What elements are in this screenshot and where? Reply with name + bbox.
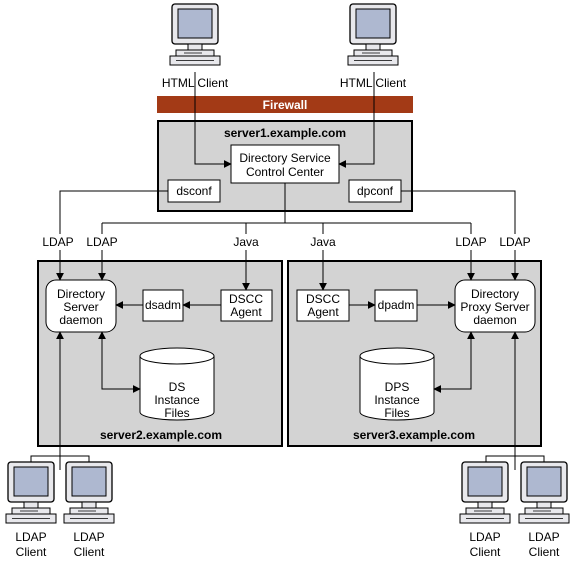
ds-daemon-line2: Server — [63, 300, 98, 314]
html-client-1-connector — [194, 72, 232, 168]
computer-icon — [63, 461, 115, 524]
dpadm-box — [374, 289, 418, 322]
firewall-bar — [157, 96, 413, 113]
protocol-label-ldap: LDAP — [42, 235, 73, 249]
ldap-client-line1: LDAP — [15, 530, 46, 544]
label-bg — [84, 234, 120, 250]
computer-icon — [169, 3, 221, 66]
dps-files-line1: DPS — [385, 380, 410, 394]
ldap-client-line2: Client — [16, 545, 47, 559]
dps-daemon-line2: Proxy Server — [460, 300, 529, 314]
label-bg — [497, 234, 533, 250]
protocol-label-ldap: LDAP — [499, 235, 530, 249]
server2-agent-line2: Agent — [230, 305, 262, 319]
label-bg — [231, 234, 261, 250]
ldap-client-3: LDAP Client — [459, 461, 511, 559]
dscc-line2: Control Center — [246, 165, 324, 179]
firewall-label: Firewall — [263, 98, 308, 112]
server2-dscc-agent-box — [220, 289, 273, 322]
html-client-2: HTML Client — [340, 3, 407, 90]
ldap-client-2: LDAP Client — [63, 461, 115, 559]
protocol-label-java: Java — [233, 235, 259, 249]
ds-daemon-line3: daemon — [59, 313, 102, 327]
protocol-label-ldap: LDAP — [455, 235, 486, 249]
ldap-client-4: LDAP Client — [518, 461, 570, 559]
ds-instance-files-cylinder — [139, 347, 215, 421]
server2-box: server2.example.com Directory Server dae… — [37, 260, 283, 447]
ldap-client-1: LDAP Client — [5, 461, 57, 559]
server3-dscc-agent-box — [296, 289, 350, 322]
dpconf-label: dpconf — [357, 184, 394, 198]
ds-files-line2: Instance — [154, 393, 200, 407]
server2-agent-line1: DSCC — [229, 292, 263, 306]
dpadm-label: dpadm — [378, 298, 415, 312]
computer-icon — [518, 461, 570, 524]
ds-daemon-line1: Directory — [57, 287, 105, 301]
ldap-client-line2: Client — [470, 545, 501, 559]
protocol-label-java: Java — [310, 235, 336, 249]
server3-agent-line2: Agent — [307, 305, 339, 319]
html-client-2-connector — [338, 72, 375, 168]
label-bg — [308, 234, 338, 250]
dps-instance-files-cylinder — [359, 347, 435, 421]
ldap-client-line1: LDAP — [528, 530, 559, 544]
dsadm-label: dsadm — [145, 298, 181, 312]
server2-title: server2.example.com — [100, 428, 222, 442]
dsconf-label: dsconf — [176, 184, 212, 198]
label-bg — [453, 234, 489, 250]
ldap-client-line2: Client — [529, 545, 560, 559]
computer-icon — [459, 461, 511, 524]
protocol-label-ldap: LDAP — [86, 235, 117, 249]
server1-title: server1.example.com — [224, 126, 346, 140]
html-client-2-label: HTML Client — [340, 76, 407, 90]
dps-files-line2: Instance — [374, 393, 420, 407]
dscc-line1: Directory Service — [239, 151, 331, 165]
dps-daemon-line1: Directory — [471, 287, 519, 301]
computer-icon — [347, 3, 399, 66]
ldap-client-line1: LDAP — [469, 530, 500, 544]
dps-files-line3: Files — [384, 406, 409, 420]
label-bg — [40, 234, 76, 250]
ldap-client-line1: LDAP — [73, 530, 104, 544]
dps-daemon-line3: daemon — [473, 313, 516, 327]
ds-files-line1: DS — [169, 380, 186, 394]
server3-agent-line1: DSCC — [306, 292, 340, 306]
server3-title: server3.example.com — [353, 428, 475, 442]
computer-icon — [5, 461, 57, 524]
ds-files-line3: Files — [164, 406, 189, 420]
ldap-client-line2: Client — [74, 545, 105, 559]
server3-box: server3.example.com DSCC Agent dpadm Dir… — [287, 260, 542, 447]
